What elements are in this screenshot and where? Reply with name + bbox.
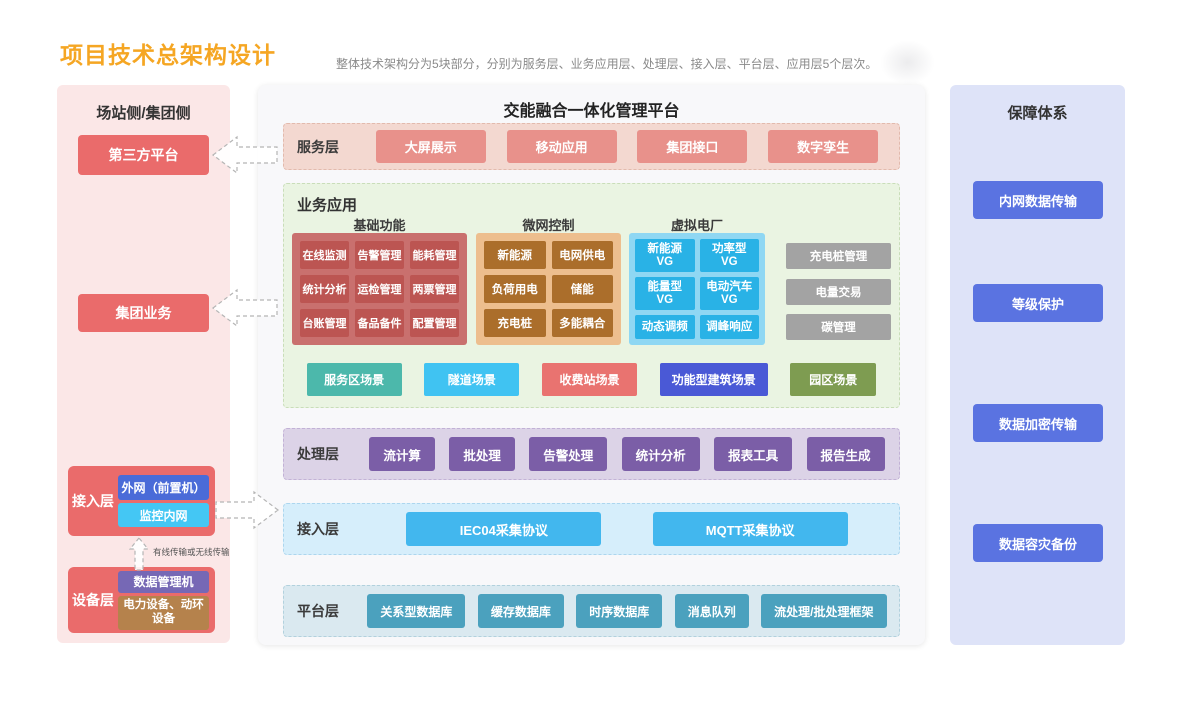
micro-button-storage[interactable]: 储能 [551,275,613,303]
platform-button-mq[interactable]: 消息队列 [674,594,749,628]
left-access-layer-box: 接入层 外网（前置机） 监控内网 [68,466,215,536]
business-app-section: 业务应用 基础功能 微网控制 虚拟电厂 在线监测 告警管理 能耗管理 统计分析 … [283,183,900,408]
guard-button-encrypted-transfer[interactable]: 数据加密传输 [973,404,1103,442]
service-button-screen[interactable]: 大屏展示 [375,130,486,163]
process-button-stats[interactable]: 统计分析 [621,437,700,471]
process-button-report-tool[interactable]: 报表工具 [714,437,793,471]
vpp-button-ev-vg[interactable]: 电动汽车 VG [699,277,759,311]
side-button-charging-mgmt[interactable]: 充电桩管理 [786,243,891,269]
guard-button-level-protection[interactable]: 等级保护 [973,284,1103,322]
service-layer-label: 服务层 [297,138,339,155]
page-title: 项目技术总架构设计 [60,42,276,68]
basic-functions-title: 基础功能 [353,218,406,233]
microgrid-control-title: 微网控制 [522,218,575,233]
power-device-button[interactable]: 电力设备、动环设备 [118,595,209,630]
data-manager-button[interactable]: 数据管理机 [118,570,209,593]
virtual-power-plant-title: 虚拟电厂 [670,218,723,233]
process-layer-buttons: 流计算 批处理 告警处理 统计分析 报表工具 报告生成 [355,437,899,471]
third-party-platform-button[interactable]: 第三方平台 [78,135,209,175]
device-layer-label: 设备层 [72,592,114,608]
monitor-intranet-button[interactable]: 监控内网 [118,503,209,527]
arrow-left-icon [211,286,279,330]
micro-button-grid-supply[interactable]: 电网供电 [551,241,613,269]
microgrid-control-box: 新能源 电网供电 负荷用电 储能 充电桩 多能耦合 [476,233,621,345]
micro-button-load[interactable]: 负荷用电 [484,275,546,303]
basic-button-config-mgmt[interactable]: 配置管理 [410,309,459,337]
process-button-report-gen[interactable]: 报告生成 [806,437,885,471]
basic-button-energy-mgmt[interactable]: 能耗管理 [410,241,459,269]
platform-button-rdb[interactable]: 关系型数据库 [367,594,466,628]
service-layer-row: 服务层 大屏展示 移动应用 集团接口 数字孪生 [283,123,900,170]
side-button-power-trade[interactable]: 电量交易 [786,279,891,305]
service-layer-buttons: 大屏展示 移动应用 集团接口 数字孪生 [355,130,899,163]
basic-button-stat-analysis[interactable]: 统计分析 [300,275,349,303]
device-layer-box: 设备层 数据管理机 电力设备、动环设备 [68,567,215,633]
vpp-button-new-energy-vg[interactable]: 新能源 VG [635,239,695,273]
vpp-button-power-vg[interactable]: 功率型 VG [699,239,759,273]
process-button-stream[interactable]: 流计算 [369,437,435,471]
scenario-row: 服务区场景 隧道场景 收费站场景 功能型建筑场景 园区场景 [284,363,899,396]
process-layer-label: 处理层 [297,446,339,462]
basic-functions-box: 在线监测 告警管理 能耗管理 统计分析 运检管理 两票管理 台账管理 备品备件 … [292,233,467,345]
transfer-note: 有线传输或无线传输 [153,547,230,557]
access-layer-label: 接入层 [297,521,339,537]
platform-button-tsdb[interactable]: 时序数据库 [576,594,663,628]
business-app-label: 业务应用 [297,197,358,214]
basic-button-ledger[interactable]: 台账管理 [300,309,349,337]
left-access-layer-label: 接入层 [72,493,114,509]
scenario-service-area[interactable]: 服务区场景 [306,363,402,396]
access-layer-buttons: IEC04采集协议 MQTT采集协议 [355,512,899,546]
scenario-tunnel[interactable]: 隧道场景 [424,363,520,396]
arrow-right-icon [214,487,280,533]
access-button-iec04[interactable]: IEC04采集协议 [406,512,602,546]
platform-layer-label: 平台层 [297,603,339,619]
page-subtitle: 整体技术架构分为5块部分，分别为服务层、业务应用层、处理层、接入层、平台层、应用… [336,57,878,71]
micro-button-multi-energy[interactable]: 多能耦合 [551,309,613,337]
basic-button-spare-parts[interactable]: 备品备件 [355,309,404,337]
basic-button-two-ticket[interactable]: 两票管理 [410,275,459,303]
device-layer-items: 数据管理机 电力设备、动环设备 [118,570,215,630]
process-button-batch[interactable]: 批处理 [449,437,515,471]
scenario-functional-building[interactable]: 功能型建筑场景 [659,363,768,396]
micro-button-new-energy[interactable]: 新能源 [484,241,546,269]
group-business-button[interactable]: 集团业务 [78,294,209,332]
guard-button-disaster-backup[interactable]: 数据容灾备份 [973,524,1103,562]
service-button-mobile[interactable]: 移动应用 [506,130,617,163]
platform-layer-buttons: 关系型数据库 缓存数据库 时序数据库 消息队列 流处理/批处理框架 [355,594,899,628]
micro-button-charging-pile[interactable]: 充电桩 [484,309,546,337]
outer-net-button[interactable]: 外网（前置机） [118,475,209,500]
service-button-digital-twin[interactable]: 数字孪生 [768,130,879,163]
process-button-alarm[interactable]: 告警处理 [529,437,608,471]
vpp-button-energy-vg[interactable]: 能量型 VG [635,277,695,311]
station-side-title: 场站侧/集团侧 [96,105,191,122]
scenario-park[interactable]: 园区场景 [790,363,877,396]
vpp-button-peak-response[interactable]: 调峰响应 [699,315,759,339]
process-layer-row: 处理层 流计算 批处理 告警处理 统计分析 报表工具 报告生成 [283,428,900,480]
left-access-layer-items: 外网（前置机） 监控内网 [118,475,215,527]
guard-button-intranet-transfer[interactable]: 内网数据传输 [973,181,1103,219]
platform-button-cache-db[interactable]: 缓存数据库 [477,594,564,628]
scenario-toll-station[interactable]: 收费站场景 [541,363,637,396]
station-side-panel: 场站侧/集团侧 第三方平台 集团业务 接入层 外网（前置机） 监控内网 有线传输… [57,85,230,643]
decorative-smudge [880,40,935,85]
platform-layer-row: 平台层 关系型数据库 缓存数据库 时序数据库 消息队列 流处理/批处理框架 [283,585,900,637]
basic-button-alarm-mgmt[interactable]: 告警管理 [355,241,404,269]
guarantee-system-title: 保障体系 [1007,105,1068,122]
vpp-button-freq-regulation[interactable]: 动态调频 [635,315,695,339]
basic-button-online-monitor[interactable]: 在线监测 [300,241,349,269]
platform-button-stream-batch[interactable]: 流处理/批处理框架 [761,594,887,628]
arrow-up-icon [129,537,149,571]
arrow-left-icon [211,133,279,177]
platform-title: 交能融合一体化管理平台 [503,103,680,120]
basic-button-ops-inspection[interactable]: 运检管理 [355,275,404,303]
virtual-power-plant-box: 新能源 VG 功率型 VG 能量型 VG 电动汽车 VG 动态调频 调峰响应 [629,233,765,345]
guarantee-system-panel: 保障体系 内网数据传输 等级保护 数据加密传输 数据容灾备份 [950,85,1125,645]
access-layer-row: 接入层 IEC04采集协议 MQTT采集协议 [283,503,900,555]
service-button-group-api[interactable]: 集团接口 [637,130,748,163]
access-button-mqtt[interactable]: MQTT采集协议 [652,512,848,546]
integrated-platform-panel: 交能融合一体化管理平台 服务层 大屏展示 移动应用 集团接口 数字孪生 业务应用… [258,85,925,645]
side-button-carbon-mgmt[interactable]: 碳管理 [786,314,891,340]
